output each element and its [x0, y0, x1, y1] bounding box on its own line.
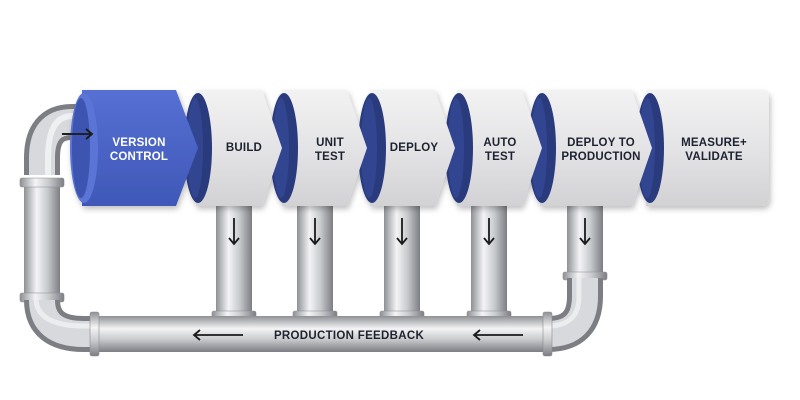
stage-build: BUILD	[184, 90, 282, 206]
feedback-pipe-horizontal	[94, 316, 548, 352]
stage-deploy-to-production: DEPLOY TO PRODUCTION	[528, 90, 652, 206]
stage-label: VALIDATE	[685, 151, 743, 163]
arrow-left-icon	[472, 329, 523, 341]
stage-label: TEST	[485, 151, 515, 163]
stage-label: BUILD	[226, 142, 262, 154]
feedback-pipes	[19, 104, 608, 357]
return-pipe-vertical	[24, 180, 60, 300]
stage-label: VERSION	[112, 137, 165, 149]
arrow-left-icon	[192, 329, 243, 341]
pipeline-stages: MEASURE+ VALIDATE DEPLOY TO PRODUCTION A…	[70, 90, 769, 206]
stage-measure-validate: MEASURE+ VALIDATE	[636, 90, 769, 206]
arrow-down-icon	[228, 218, 240, 246]
stage-label: DEPLOY	[390, 142, 439, 154]
stage-label: PRODUCTION	[561, 151, 640, 163]
stage-auto-test: AUTO TEST	[445, 90, 542, 206]
stage-label: MEASURE+	[681, 137, 747, 149]
flow-arrows	[62, 128, 591, 341]
stage-deploy: DEPLOY	[358, 90, 455, 206]
stage-label: DEPLOY TO	[567, 137, 635, 149]
arrow-down-icon	[483, 218, 495, 246]
stage-version-control: VERSION CONTROL	[70, 90, 198, 206]
stage-label: AUTO	[483, 137, 516, 149]
drop-pipes	[211, 204, 608, 320]
arrow-down-icon	[396, 218, 408, 246]
arrow-down-icon	[579, 218, 591, 246]
stage-unit-test: UNIT TEST	[270, 90, 367, 206]
stage-label: CONTROL	[110, 151, 168, 163]
feedback-label: PRODUCTION FEEDBACK	[274, 330, 424, 342]
arrow-right-icon	[62, 128, 94, 140]
arrow-down-icon	[309, 218, 321, 246]
stage-label: TEST	[315, 151, 345, 163]
stage-label: UNIT	[316, 137, 344, 149]
